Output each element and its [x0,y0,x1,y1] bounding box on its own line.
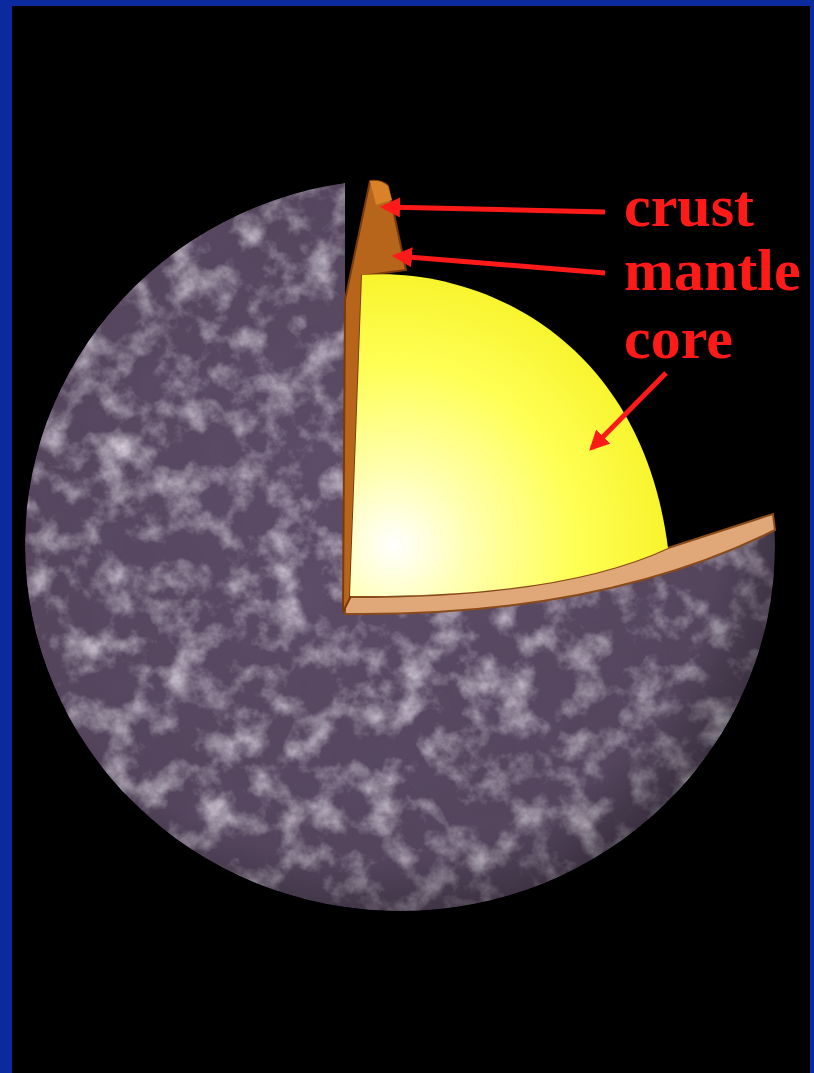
leader-arrow [396,256,605,273]
layer-label: crust [624,176,754,236]
leader-arrow [384,207,605,212]
crust-layer [370,181,392,205]
layer-label: mantle [624,240,801,300]
layer-label: core [624,308,733,368]
leader-arrow [592,373,666,448]
core-region [350,274,668,596]
